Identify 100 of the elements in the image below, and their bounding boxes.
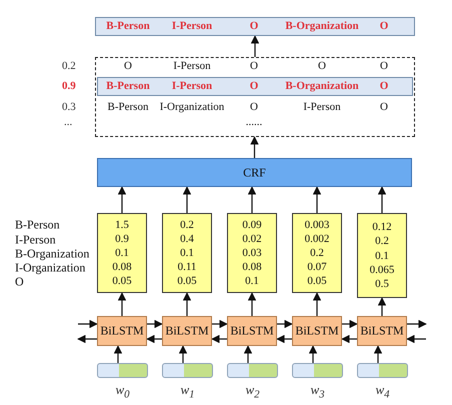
- arrow: [378, 186, 386, 213]
- box-label: BiLSTM: [230, 324, 274, 338]
- arrow: [212, 320, 228, 328]
- score-value: 0.1: [180, 246, 194, 260]
- word-embedding: [162, 363, 213, 378]
- arrow: [378, 297, 386, 316]
- arrow: [276, 334, 292, 344]
- tag-name: B-Organization: [15, 247, 90, 261]
- path-score: 0.3: [62, 100, 76, 114]
- tag-text: I-Person: [303, 100, 341, 114]
- tag-text: B-Organization: [285, 80, 359, 92]
- score-box: [292, 213, 342, 293]
- path-score: ...: [64, 116, 72, 128]
- arrow: [407, 320, 427, 328]
- score-value: 0.2: [180, 218, 194, 231]
- score-value: 0.2: [310, 246, 324, 260]
- best-path-band: [97, 77, 413, 96]
- score-value: 0.9: [115, 232, 129, 245]
- tag-name: O: [15, 275, 24, 289]
- tag-text: O: [318, 60, 326, 72]
- tag-text: O: [380, 20, 388, 32]
- word-label: w$_{1}$: [180, 382, 195, 402]
- word-label: w$_{0}$: [115, 382, 130, 402]
- tag-text: O: [250, 20, 258, 32]
- word-label: w$_{2}$: [245, 382, 260, 402]
- word-embedding: [97, 363, 148, 378]
- bilstm-box: [357, 316, 407, 346]
- score-value: 0.05: [307, 275, 327, 288]
- candidate-paths-box: [95, 57, 415, 137]
- tag-name: I-Person: [15, 233, 56, 247]
- tag-text: I-Organization: [160, 100, 224, 114]
- score-value: 0.09: [242, 218, 262, 231]
- arrow: [406, 334, 426, 344]
- score-value: 0.003: [304, 218, 330, 231]
- arrow: [250, 136, 259, 158]
- score-value: 0.11: [178, 261, 196, 274]
- tag-text: B-Person: [106, 80, 150, 92]
- tag-text: I-Person: [172, 20, 212, 32]
- path-score: 0.9: [62, 80, 76, 92]
- tag-text: O: [250, 60, 258, 72]
- arrow: [182, 292, 192, 316]
- arrow: [374, 345, 382, 363]
- arrow: [308, 345, 318, 363]
- box-label: CRF: [243, 166, 266, 180]
- arrow: [277, 320, 293, 328]
- tag-text: ......: [246, 116, 262, 128]
- arrow: [312, 292, 322, 316]
- score-value: 0.1: [245, 275, 259, 288]
- score-value: 0.2: [375, 235, 389, 248]
- box-label: BiLSTM: [295, 324, 339, 338]
- tag-text: O: [250, 80, 258, 92]
- tag-text: O: [250, 100, 258, 114]
- score-value: 0.05: [112, 275, 132, 288]
- bilstm-box: [162, 316, 212, 346]
- score-value: 0.4: [180, 232, 194, 245]
- score-value: 0.07: [307, 261, 327, 274]
- word-embedding: [292, 363, 343, 378]
- score-value: 0.1: [375, 249, 389, 262]
- arrow: [114, 345, 122, 363]
- arrow: [77, 334, 97, 344]
- score-value: 0.1: [115, 246, 129, 260]
- arrow: [178, 345, 188, 363]
- arrow: [248, 292, 256, 316]
- crf-layer-box: [97, 158, 412, 187]
- score-value: 0.03: [242, 246, 262, 260]
- tag-text: B-Person: [106, 20, 150, 32]
- word-embedding: [227, 363, 278, 378]
- arrow: [342, 320, 358, 328]
- score-box: [162, 213, 212, 293]
- score-box: [97, 213, 147, 293]
- word-label: w$_{4}$: [375, 382, 390, 402]
- tag-text: O: [380, 100, 388, 114]
- score-value: 0.5: [375, 278, 389, 290]
- word-embedding: [357, 363, 408, 378]
- tag-name: I-Organization: [15, 261, 86, 275]
- tag-text: I-Person: [172, 80, 212, 92]
- score-value: 0.02: [242, 232, 262, 245]
- arrow: [244, 345, 252, 363]
- arrow: [341, 334, 357, 344]
- score-box: [357, 213, 407, 298]
- tag-text: B-Organization: [285, 20, 359, 32]
- arrow: [147, 320, 163, 328]
- arrow: [78, 320, 98, 328]
- arrow: [118, 186, 126, 213]
- bilstm-box: [227, 316, 277, 346]
- tag-text: B-Person: [108, 100, 148, 114]
- arrow: [250, 35, 260, 57]
- box-label: BiLSTM: [165, 324, 209, 338]
- tag-text: O: [124, 60, 132, 72]
- tag-text: O: [380, 80, 388, 92]
- tag-name: B-Person: [15, 218, 60, 232]
- arrow: [146, 334, 162, 344]
- score-value: 0.08: [112, 261, 132, 274]
- score-value: 0.002: [304, 232, 330, 245]
- path-score: 0.2: [62, 60, 76, 72]
- score-value: 0.05: [177, 275, 197, 288]
- box-label: BiLSTM: [360, 324, 404, 338]
- arrow: [312, 186, 322, 213]
- word-label: w$_{3}$: [310, 382, 325, 402]
- bilstm-box: [97, 316, 147, 346]
